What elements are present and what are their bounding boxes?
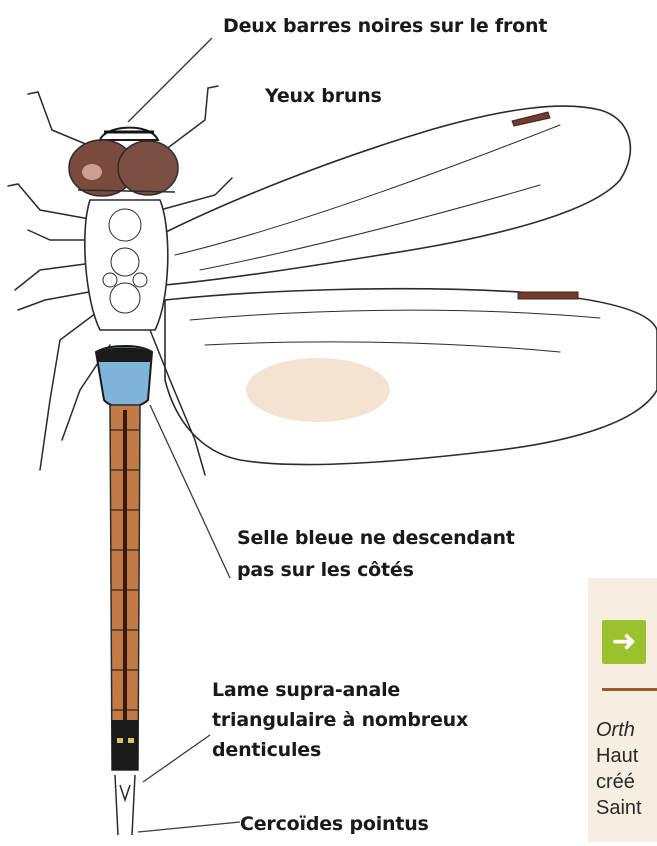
frons	[100, 128, 158, 140]
label-saddle-line2: pas sur les côtés	[237, 556, 414, 584]
thorax	[85, 200, 168, 330]
arrow-button[interactable]: ➜	[602, 620, 646, 664]
panel-divider	[602, 688, 657, 691]
label-front: Deux barres noires sur le front	[223, 12, 547, 40]
callout-lamina	[143, 735, 210, 782]
forewing	[160, 106, 630, 285]
callout-cerci	[138, 822, 240, 832]
wing-spot	[246, 358, 390, 422]
callout-front	[128, 38, 212, 122]
label-lamina-line2: triangulaire à nombreux	[212, 706, 468, 734]
label-saddle-line1: Selle bleue ne descendant	[237, 524, 515, 552]
panel-text-line2: Haut	[596, 744, 638, 768]
label-cerci: Cercoïdes pointus	[240, 810, 429, 838]
pterostigma-hind	[518, 292, 578, 299]
right-eye	[118, 141, 178, 195]
label-lamina-line3: denticules	[212, 736, 321, 764]
hindwing	[165, 289, 657, 465]
label-eyes: Yeux bruns	[265, 82, 382, 110]
panel-text-line1: Orth	[596, 718, 635, 742]
cerci	[115, 775, 135, 835]
panel-text-line3: créé	[596, 770, 635, 794]
side-panel: ➜ Orth Haut créé Saint	[588, 578, 657, 842]
panel-text-line4: Saint	[596, 796, 642, 820]
arrow-right-icon: ➜	[611, 627, 636, 657]
label-lamina-line1: Lame supra-anale	[212, 676, 400, 704]
